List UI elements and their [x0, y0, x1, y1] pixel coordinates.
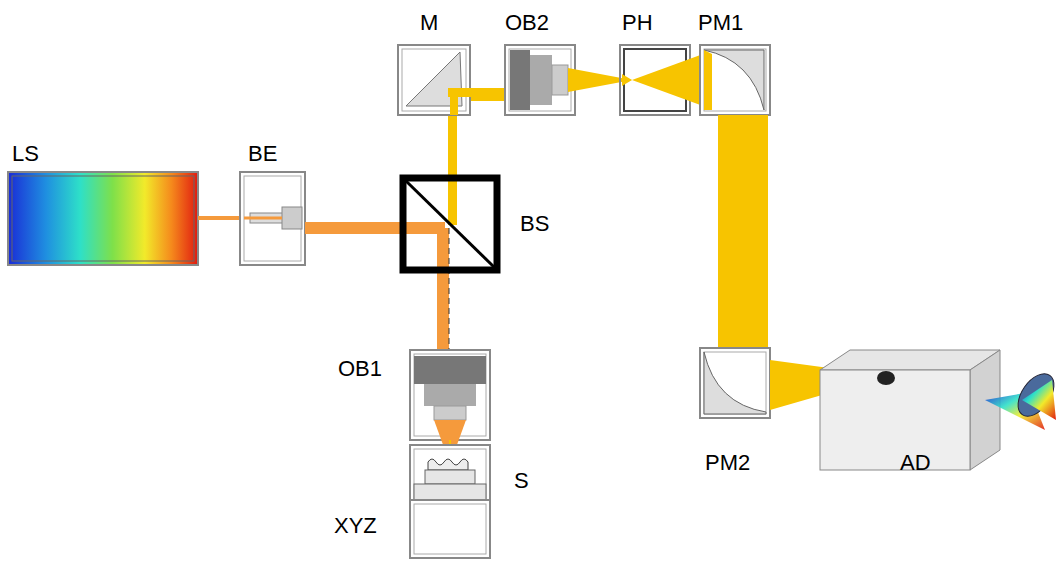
- beam-splitter: [403, 178, 497, 270]
- part-label: OB1: [338, 358, 382, 380]
- part-label: XYZ: [334, 515, 377, 537]
- part-label: PH: [622, 12, 653, 34]
- parabolic-mirror: [700, 348, 770, 418]
- part-label: BE: [248, 143, 277, 165]
- xyz-stage: [410, 500, 490, 558]
- part-label: PM1: [698, 12, 743, 34]
- part-label: M: [420, 12, 438, 34]
- part-label: OB2: [505, 12, 549, 34]
- part-label: AD: [900, 452, 931, 474]
- part-label: LS: [12, 143, 39, 165]
- mirror: [398, 45, 470, 115]
- parabolic-mirror: [700, 45, 770, 115]
- laser-source: [8, 172, 198, 265]
- objective-lens: [505, 45, 575, 115]
- beam-expander: [240, 172, 305, 265]
- part-label: S: [514, 470, 529, 492]
- part-label: PM2: [705, 452, 750, 474]
- part-label: BS: [520, 213, 549, 235]
- grating-icon: [1011, 367, 1058, 422]
